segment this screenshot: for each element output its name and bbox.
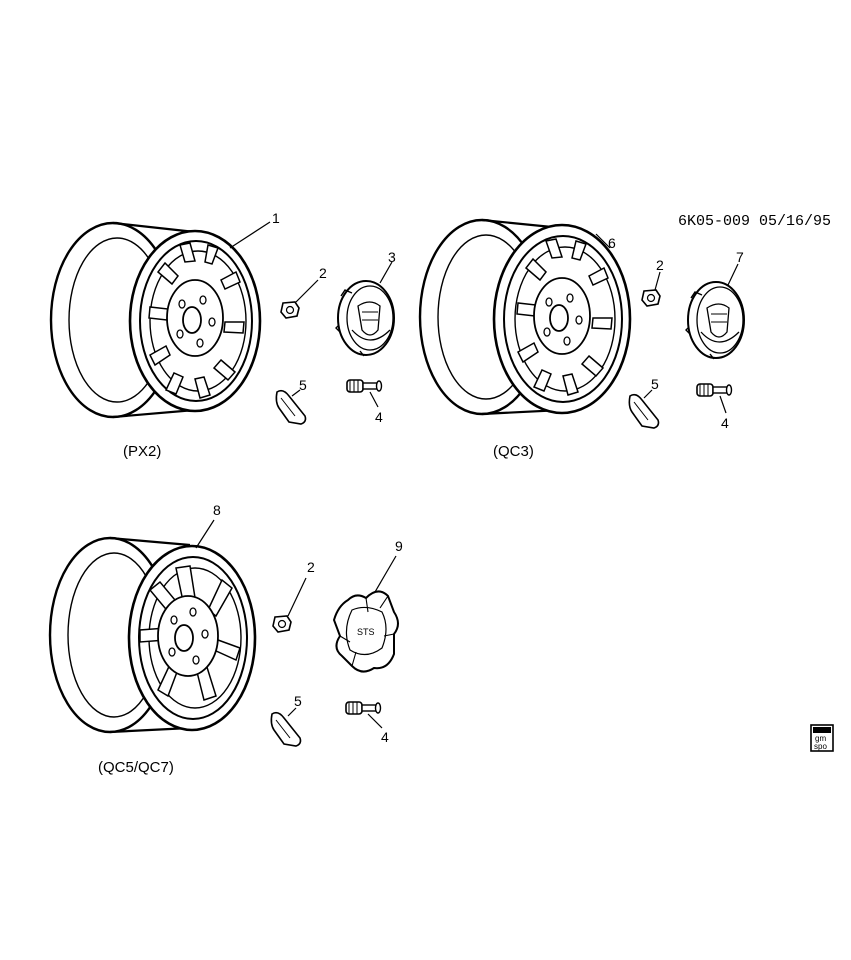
callout-4: 4	[721, 415, 729, 431]
valve-stem	[696, 383, 733, 397]
valve-stem	[345, 701, 382, 715]
callout-9: 9	[395, 538, 403, 554]
center-cap-qc3	[685, 263, 745, 360]
wheel-px2	[49, 221, 271, 419]
balance-weight	[275, 389, 307, 425]
drawing-code: 6K05-009 05/16/95	[678, 213, 831, 230]
callout-5: 5	[294, 693, 302, 709]
logo-line1: gm	[815, 734, 826, 743]
lug-nut	[641, 289, 661, 307]
callout-7: 7	[736, 249, 744, 265]
caption-px2: (PX2)	[123, 443, 161, 460]
callout-2: 2	[319, 265, 327, 281]
group-qc5-qc7: 8 2 STS 9 4 5 (QC5/QC7)	[48, 502, 403, 776]
group-px2: 1 2 3 4 5 (PX2)	[49, 210, 396, 460]
center-cap-px2	[335, 261, 395, 357]
lug-nut	[280, 301, 300, 319]
caption-qc3: (QC3)	[493, 443, 534, 460]
callout-2: 2	[307, 559, 315, 575]
lug-nut	[272, 615, 292, 633]
callout-5: 5	[651, 376, 659, 392]
callout-4: 4	[375, 409, 383, 425]
group-qc3: 6 2 7 4 5 (QC3)	[418, 218, 745, 460]
center-cap-sts: STS	[332, 555, 399, 673]
wheel-qc3	[418, 218, 632, 416]
callout-3: 3	[388, 249, 396, 265]
crest-emblem-icon	[700, 303, 740, 343]
caption-qc5-qc7: (QC5/QC7)	[98, 759, 174, 776]
balance-weight	[628, 393, 660, 429]
valve-stem	[346, 379, 383, 393]
cap-text: STS	[357, 627, 375, 637]
crest-emblem-icon	[351, 301, 391, 341]
callout-8: 8	[213, 502, 221, 518]
logo-line2: spo	[814, 742, 827, 751]
callout-5: 5	[299, 377, 307, 393]
callout-4: 4	[381, 729, 389, 745]
balance-weight	[270, 711, 302, 747]
callout-6: 6	[608, 235, 616, 251]
wheel-qc5-qc7	[48, 519, 257, 734]
callout-1: 1	[272, 210, 280, 226]
gm-spo-logo: gm spo	[810, 724, 834, 752]
callout-2: 2	[656, 257, 664, 273]
